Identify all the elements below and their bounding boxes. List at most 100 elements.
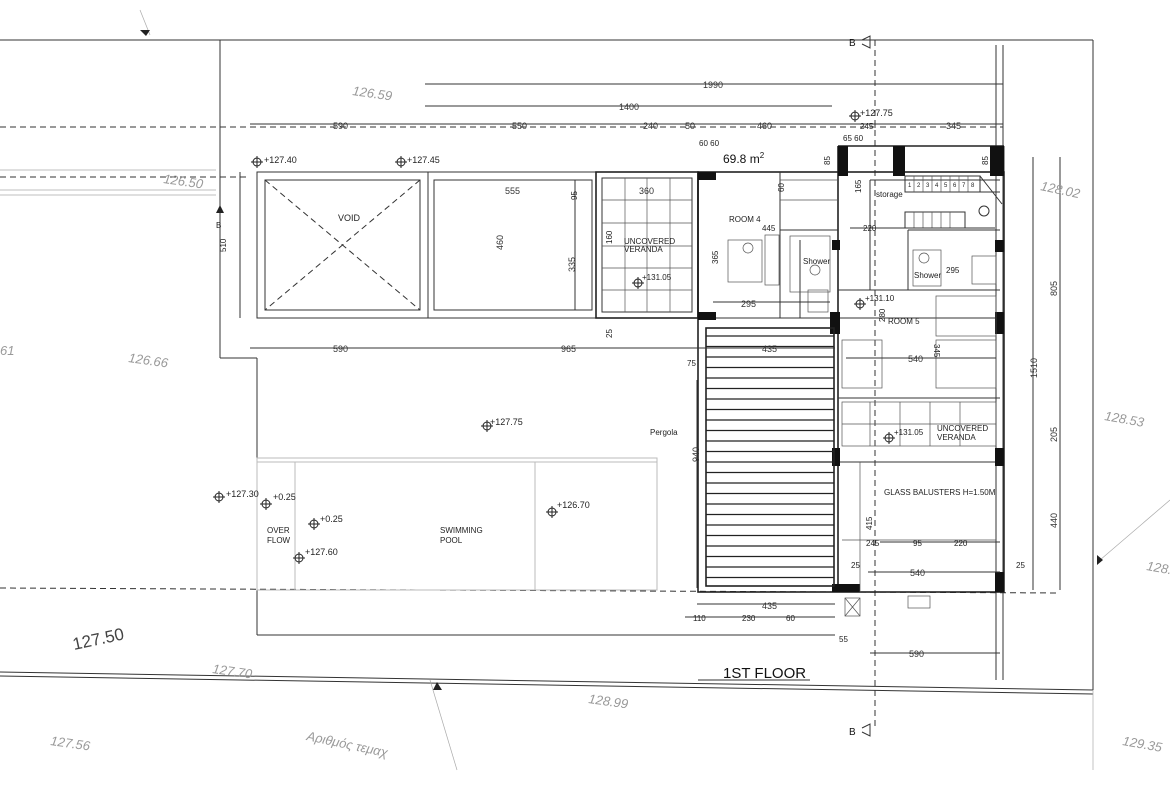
dim-345v: 345: [932, 344, 941, 358]
dim-510: 510: [219, 238, 228, 252]
label-uncovered-veranda-1-a: UNCOVERED: [624, 237, 675, 246]
dim-220b: 220: [954, 539, 968, 548]
topo-126-66: 126.66: [128, 350, 170, 370]
label-pergola: Pergola: [650, 428, 678, 437]
dim-365: 365: [711, 250, 720, 264]
topo-126-59: 126.59: [352, 83, 393, 103]
stair-number: 5: [944, 183, 948, 189]
label-void: VOID: [338, 213, 361, 223]
dim-540-b: 540: [910, 568, 925, 578]
datum-lines: [0, 40, 1061, 730]
stair-number: 4: [935, 183, 939, 189]
level-marker-icon: [481, 420, 493, 432]
section-markers: [140, 30, 1103, 737]
level-127-75-top: +127.75: [860, 108, 893, 118]
staircase: [904, 175, 1003, 229]
dim-345: 345: [946, 121, 961, 131]
dim-230: 230: [742, 614, 756, 623]
dim-590-top: 590: [333, 121, 348, 131]
dim-590-mid: 590: [333, 344, 348, 354]
level-marker-icon: [293, 552, 305, 564]
dim-95: 95: [570, 191, 579, 200]
dim-50: 50: [685, 121, 695, 131]
stair-number: 1: [908, 183, 912, 189]
level-marker-icon: [395, 156, 407, 168]
topo-128-02: 128.02: [1039, 178, 1082, 201]
dim-1990: 1990: [703, 80, 723, 90]
level-marker-icon: [632, 277, 644, 289]
stair-number: 2: [917, 183, 921, 189]
dim-460: 460: [757, 121, 772, 131]
level-marker-icon: [260, 498, 272, 510]
dim-85-a: 85: [823, 156, 832, 165]
level-127-60: +127.60: [305, 547, 338, 557]
dim-360: 360: [639, 186, 654, 196]
dim-415: 415: [865, 516, 874, 530]
dim-245b: 245: [866, 539, 880, 548]
label-swimming-pool-1: SWIMMING: [440, 526, 483, 535]
room-furniture: [727, 179, 997, 617]
wall-columns: [698, 146, 1004, 592]
dimension-lines: [239, 83, 1061, 654]
topo-127-50: 127.50: [71, 625, 126, 654]
label-swimming-pool-2: POOL: [440, 536, 463, 545]
label-shower-2: Shower: [914, 271, 941, 280]
dim-95b: 95: [913, 539, 922, 548]
label-glass-balusters: GLASS BALUSTERS H=1.50M: [884, 488, 996, 497]
dim-280: 280: [878, 308, 887, 322]
level-markers: [213, 110, 895, 564]
level-marker-icon: [883, 432, 895, 444]
level-126-70: +126.70: [557, 500, 590, 510]
stair-number: 7: [962, 183, 966, 189]
house-walls: [697, 145, 1005, 593]
dim-590-bot: 590: [909, 649, 924, 659]
label-shower-1: Shower: [803, 257, 830, 266]
swimming-pool: [256, 457, 658, 591]
stair-number: 8: [971, 183, 975, 189]
stair-number: 6: [953, 183, 957, 189]
area-label: 69.8 m2: [723, 151, 765, 166]
level-127-40: +127.40: [264, 155, 297, 165]
level-127-45: +127.45: [407, 155, 440, 165]
dim-165: 165: [854, 179, 863, 193]
dim-1510: 1510: [1029, 358, 1039, 378]
topo-127-70: 127.70: [212, 661, 254, 681]
floor-title: 1ST FLOOR: [723, 665, 806, 682]
topo-126-50: 126.50: [163, 171, 205, 191]
dim-1400: 1400: [619, 102, 639, 112]
label-over-flow-1: OVER: [267, 526, 290, 535]
void-area: [256, 171, 597, 319]
label-uncovered-veranda-2-b: VERANDA: [937, 433, 976, 442]
dim-540-a: 540: [908, 354, 923, 364]
dim-445: 445: [762, 224, 776, 233]
dim-25c: 25: [1016, 561, 1025, 570]
section-marker-left: B: [216, 221, 221, 230]
topo-61: 61: [0, 343, 14, 358]
label-uncovered-veranda-2-a: UNCOVERED: [937, 424, 988, 433]
dim-440: 440: [1049, 513, 1059, 528]
dim-550: 550: [512, 121, 527, 131]
level-0-25-b: +0.25: [320, 514, 343, 524]
dim-245: 245: [860, 122, 874, 131]
dim-25: 25: [605, 329, 614, 338]
level-marker-icon: [854, 298, 866, 310]
dim-965: 965: [561, 344, 576, 354]
uncovered-veranda-tiles: [595, 171, 699, 319]
dim-435-top: 435: [762, 344, 777, 354]
dim-55: 55: [839, 635, 848, 644]
dim-240: 240: [643, 121, 658, 131]
topo-128-53: 128.53: [1103, 408, 1146, 430]
dim-335: 335: [567, 257, 577, 272]
label-room-5: ROOM 5: [888, 317, 920, 326]
level-marker-icon: [213, 491, 225, 503]
level-127-30: +127.30: [226, 489, 259, 499]
topo-127-56: 127.56: [50, 733, 92, 753]
level-marker-icon: [251, 156, 263, 168]
dim-25b: 25: [851, 561, 860, 570]
topo-129-35: 129.35: [1121, 733, 1164, 755]
dim-555: 555: [505, 186, 520, 196]
dim-460v: 460: [495, 235, 505, 250]
level-131-10: +131.10: [865, 294, 895, 303]
